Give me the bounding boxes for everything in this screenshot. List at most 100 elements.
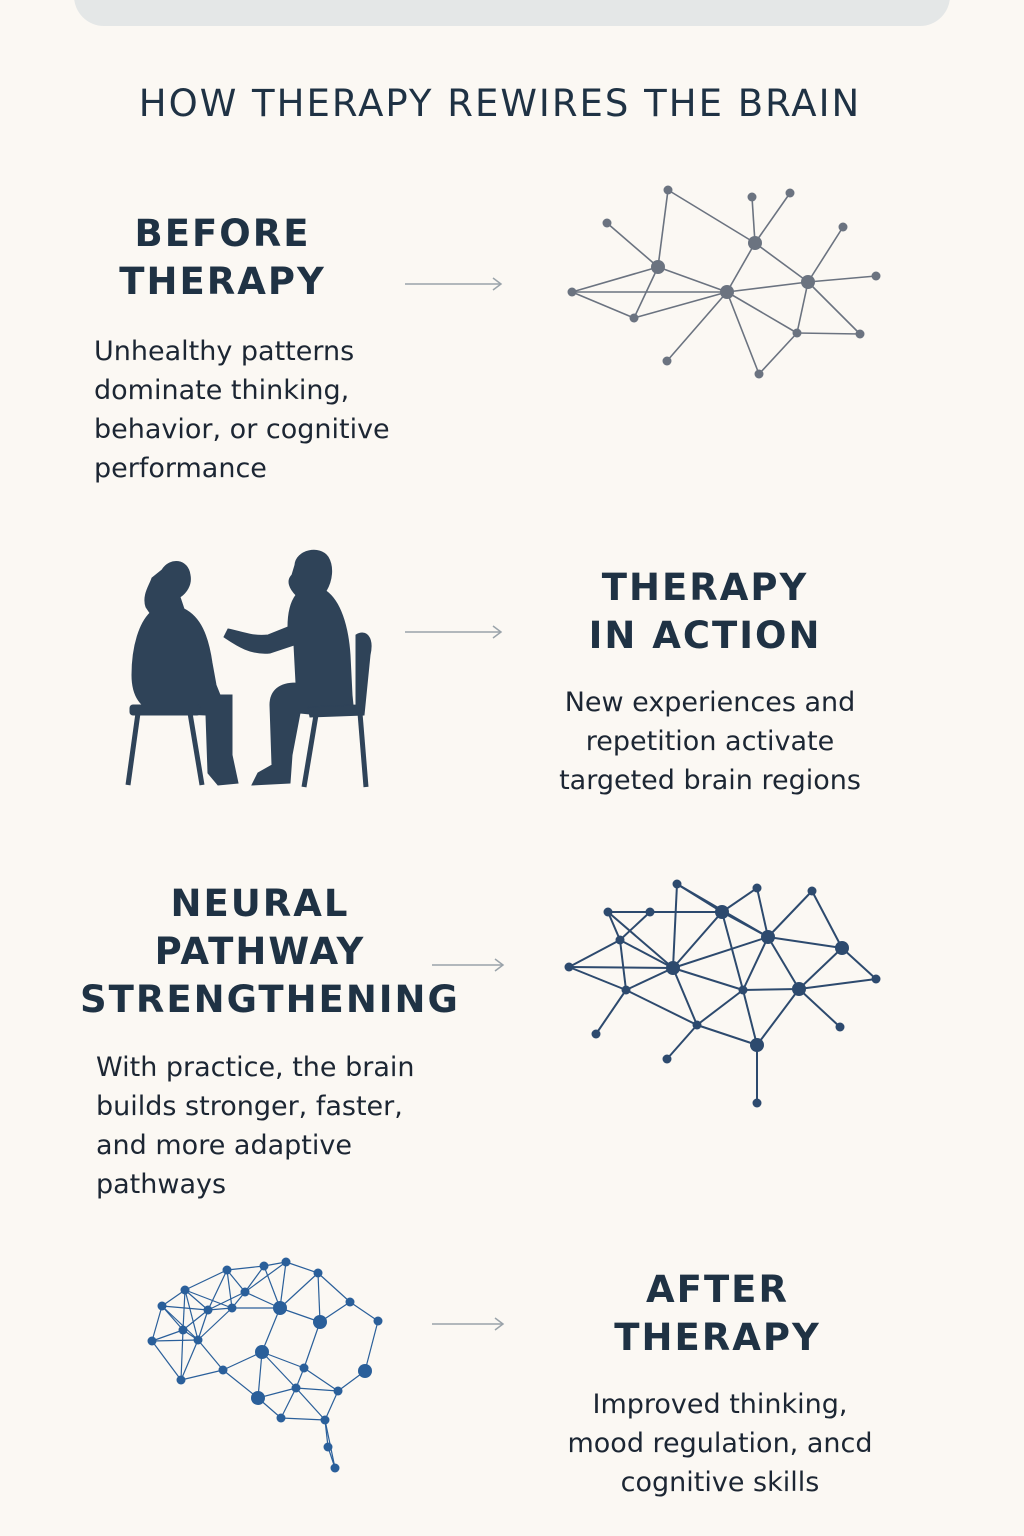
network-node <box>838 222 848 232</box>
description-line: mood regulation, ancd <box>567 1428 873 1459</box>
network-edge <box>279 1261 287 1309</box>
network-edge <box>151 1329 184 1342</box>
network-node <box>738 985 748 995</box>
arrow-right-icon <box>405 625 503 639</box>
network-edge <box>756 988 800 1046</box>
network-node <box>748 236 762 250</box>
network-edge <box>742 936 769 991</box>
network-edge <box>244 1261 287 1293</box>
network-edge <box>721 911 769 938</box>
description-line: Unhealthy patterns <box>94 336 355 367</box>
connected-network-icon <box>564 879 881 1108</box>
network-node <box>259 1261 269 1271</box>
heading-line: PATHWAY <box>154 930 366 973</box>
network-edge <box>807 275 877 283</box>
network-node <box>792 328 802 338</box>
description-line: With practice, the brain <box>96 1052 415 1083</box>
network-node <box>313 1268 323 1278</box>
network-node <box>801 275 815 289</box>
network-edge <box>672 936 769 969</box>
network-node <box>567 287 577 297</box>
network-node <box>255 1345 269 1359</box>
neural-pathway-description: With practice, the brain builds stronger… <box>96 1048 415 1204</box>
network-node <box>662 356 672 366</box>
description-line: New experiences and <box>564 687 856 718</box>
therapy-in-action-description: New experiences and repetition activate … <box>530 683 890 800</box>
description-line: and more adaptive <box>96 1130 352 1161</box>
network-edge <box>807 281 861 335</box>
network-node <box>240 1287 250 1297</box>
arrow-right-icon <box>432 958 505 972</box>
tangled-network-icon <box>567 185 881 379</box>
network-node <box>222 1265 232 1275</box>
network-edge <box>767 890 813 938</box>
network-edge <box>184 1289 199 1341</box>
network-node <box>147 1336 157 1346</box>
network-edge <box>197 1307 233 1341</box>
heading-line: IN ACTION <box>588 614 822 657</box>
network-node <box>855 329 865 339</box>
heading-line: THERAPY <box>601 566 809 609</box>
network-edge <box>758 332 798 375</box>
network-edge <box>742 988 800 991</box>
network-node <box>785 188 795 198</box>
network-edge <box>571 291 635 319</box>
heading-line: AFTER <box>646 1268 789 1311</box>
network-edge <box>726 242 756 293</box>
after-therapy-heading: AFTER THERAPY <box>600 1266 835 1362</box>
network-edge <box>672 883 678 969</box>
network-edge <box>798 947 843 990</box>
network-edge <box>807 226 844 283</box>
before-therapy-heading: BEFORE THERAPY <box>110 210 335 306</box>
network-node <box>835 1022 845 1032</box>
network-edge <box>151 1340 182 1381</box>
network-edge <box>672 967 698 1026</box>
network-node <box>662 1054 672 1064</box>
heading-line: NEURAL <box>170 882 350 925</box>
network-edge <box>295 1387 326 1421</box>
description-line: repetition activate <box>585 726 835 757</box>
network-edge <box>721 911 744 991</box>
network-node <box>752 1098 762 1108</box>
network-edge <box>767 936 843 949</box>
description-line: pathways <box>96 1169 227 1200</box>
network-node <box>621 985 631 995</box>
network-edge <box>263 1265 281 1309</box>
network-edge <box>197 1309 209 1341</box>
network-edge <box>244 1265 265 1293</box>
network-edge <box>222 1351 263 1371</box>
network-edge <box>197 1339 224 1371</box>
network-edge <box>672 967 744 991</box>
therapy-in-action-heading: THERAPY IN ACTION <box>580 564 830 660</box>
heading-line: THERAPY <box>614 1316 821 1359</box>
network-edge <box>285 1261 319 1274</box>
network-node <box>591 1029 601 1039</box>
network-node <box>330 1463 340 1473</box>
network-edge <box>751 196 756 244</box>
network-node <box>752 883 762 893</box>
network-node <box>692 1020 702 1030</box>
network-edge <box>756 887 769 938</box>
network-edge <box>667 189 756 244</box>
network-edge <box>349 1301 379 1322</box>
network-node <box>176 1375 186 1385</box>
top-banner <box>74 0 950 26</box>
network-node <box>792 982 806 996</box>
network-edge <box>796 281 809 334</box>
network-edge <box>726 291 798 334</box>
therapy-session-silhouette-icon <box>125 549 372 788</box>
network-edge <box>184 1289 233 1309</box>
network-edge <box>625 967 674 991</box>
arrow-right-icon <box>405 277 503 291</box>
network-edge <box>151 1305 163 1342</box>
network-edge <box>754 242 809 283</box>
network-edge <box>317 1272 321 1323</box>
network-edge <box>317 1272 351 1303</box>
description-line: builds stronger, faster, <box>96 1091 403 1122</box>
network-edge <box>280 1417 326 1421</box>
page-title: HOW THERAPY REWIRES THE BRAIN <box>138 82 862 125</box>
network-edge <box>666 291 728 362</box>
network-edge <box>151 1339 199 1342</box>
network-edge <box>798 978 877 990</box>
